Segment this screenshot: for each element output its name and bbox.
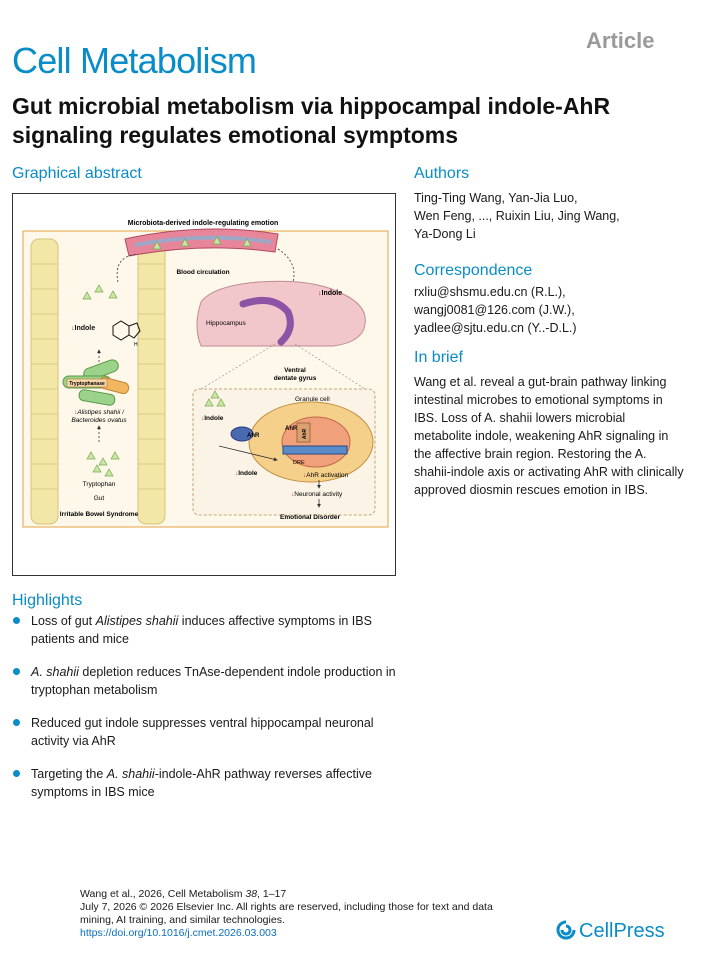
- svg-text:↓Neuronal activity: ↓Neuronal activity: [291, 491, 343, 498]
- blood-vessel: [124, 228, 279, 257]
- correspondence-list: rxliu@shsmu.edu.cn (R.L.), wangj0081@126…: [414, 283, 694, 337]
- label-ibs: Irritable Bowel Syndrome: [60, 511, 139, 518]
- article-type-tag: Article: [586, 28, 655, 53]
- indole-structure: [112, 320, 141, 341]
- highlight-item: A. shahii depletion reduces TnAse-depend…: [12, 663, 402, 699]
- bullet-icon: [13, 617, 20, 624]
- graphical-abstract-svg: Microbiota-derived indole-regulating emo…: [22, 220, 389, 528]
- svg-text:AhR: AhR: [247, 433, 260, 439]
- label-indole-gut: Indole: [75, 325, 96, 332]
- svg-text:DRE: DRE: [293, 460, 305, 466]
- bullet-icon: [13, 668, 20, 675]
- label-granule-cell: Granule cell: [295, 396, 330, 403]
- correspondence-heading: Correspondence: [414, 262, 533, 279]
- svg-text:↓Indole: ↓Indole: [235, 470, 258, 477]
- brain-shape: [196, 280, 366, 347]
- highlights-list: Loss of gut Alistipes shahii induces aff…: [12, 612, 402, 816]
- citation-footer: Wang et al., 2026, Cell Metabolism 38, 1…: [80, 888, 500, 940]
- graphical-abstract-heading: Graphical abstract: [12, 165, 142, 182]
- label-emotional-disorder: Emotional Disorder: [280, 514, 340, 521]
- svg-text:H: H: [134, 342, 138, 348]
- svg-text:↓AhR activation: ↓AhR activation: [303, 472, 349, 479]
- gut-wall-right: [137, 238, 166, 525]
- label-tryptophan: Tryptophan: [83, 481, 116, 488]
- svg-text:AhR: AhR: [285, 426, 298, 432]
- highlight-item: Loss of gut Alistipes shahii induces aff…: [12, 612, 402, 648]
- label-blood-circulation: Blood circulation: [176, 269, 229, 276]
- svg-text:↓Indole: ↓Indole: [201, 415, 224, 422]
- cellpress-logo-icon: [556, 920, 576, 946]
- figure-title: Microbiota-derived indole-regulating emo…: [128, 220, 279, 227]
- label-hippocampus: Hippocampus: [206, 320, 246, 327]
- doi-link[interactable]: https://doi.org/10.1016/j.cmet.2026.03.0…: [80, 927, 277, 939]
- rights-text: July 7, 2026 © 2026 Elsevier Inc. All ri…: [80, 901, 493, 926]
- authors-list: Ting-Ting Wang, Yan-Jia Luo, Wen Feng, .…: [414, 191, 620, 241]
- label-gut: Gut: [94, 495, 105, 502]
- journal-name: Cell Metabolism: [12, 40, 257, 81]
- graphical-abstract-figure: Microbiota-derived indole-regulating emo…: [12, 193, 396, 576]
- indole-triangles-gut: [82, 284, 120, 477]
- highlights-heading: Highlights: [12, 592, 83, 609]
- article-title: Gut microbial metabolism via hippocampal…: [12, 93, 611, 148]
- label-indole-brain: Indole: [322, 290, 343, 297]
- svg-text:Ventral: Ventral: [284, 367, 306, 374]
- ahr-nuclear: [296, 422, 311, 443]
- svg-text:Bacteroides ovatus: Bacteroides ovatus: [71, 417, 127, 424]
- bullet-icon: [13, 770, 20, 777]
- publisher-logo: CellPress: [556, 920, 665, 946]
- highlight-item: Targeting the A. shahii-indole-AhR pathw…: [12, 765, 402, 801]
- in-brief-text: Wang et al. reveal a gut-brain pathway l…: [414, 375, 684, 497]
- svg-text:AhR: AhR: [302, 428, 308, 439]
- authors-heading: Authors: [414, 165, 470, 182]
- email-link[interactable]: rxliu@shsmu.edu.cn (R.L.),: [414, 285, 566, 299]
- svg-text:↓Alistipes shahii /: ↓Alistipes shahii /: [74, 409, 125, 416]
- email-link[interactable]: wangj0081@126.com (J.W.),: [414, 303, 575, 317]
- arrow-blood-to-brain: [277, 248, 295, 283]
- svg-text:↓Indole: ↓Indole: [318, 290, 342, 297]
- arrow-gut-to-blood: [116, 253, 139, 283]
- in-brief-heading: In brief: [414, 349, 463, 366]
- svg-text:Tryptophanase: Tryptophanase: [69, 381, 105, 387]
- svg-text:↓Indole: ↓Indole: [71, 325, 95, 332]
- gut-wall-segments: [31, 263, 165, 490]
- hippocampus-region: [239, 296, 294, 346]
- ahr-receptor: [230, 426, 254, 442]
- svg-text:dentate gyrus: dentate gyrus: [274, 375, 317, 382]
- vessel-lumen: [134, 235, 272, 247]
- bullet-icon: [13, 719, 20, 726]
- dna-dre: [282, 445, 348, 455]
- tryptophanase-tag: [66, 378, 108, 388]
- citation-line: Wang et al., 2026, Cell Metabolism 38, 1…: [80, 888, 287, 900]
- highlight-item: Reduced gut indole suppresses ventral hi…: [12, 714, 402, 750]
- gut-wall-left: [30, 238, 59, 525]
- indole-triangles-vessel: [152, 236, 252, 250]
- email-link[interactable]: yadlee@sjtu.edu.cn (Y..-D.L.): [414, 321, 577, 335]
